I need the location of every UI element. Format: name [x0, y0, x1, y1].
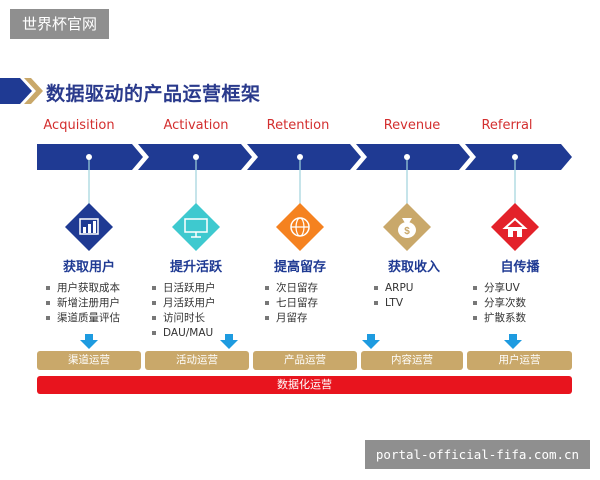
list-item: 分享UV [473, 281, 526, 296]
list-item: 渠道质量评估 [46, 311, 120, 326]
watermark: portal-official-fifa.com.cn [365, 440, 590, 469]
chevron-retention [247, 144, 361, 170]
presentation-icon [172, 203, 220, 251]
chevron-referral [465, 144, 572, 170]
connector-dot [297, 154, 303, 160]
connector-dot [512, 154, 518, 160]
house-icon [491, 203, 539, 251]
list-item: ARPU [374, 281, 414, 296]
list-item: 扩散系数 [473, 311, 526, 326]
op-bar-content: 内容运营 [361, 351, 463, 370]
data-operations-bar: 数据化运营 [37, 376, 572, 394]
connector-dot [404, 154, 410, 160]
metric-list-revenue: ARPU LTV [374, 281, 414, 311]
metric-list-acquisition: 用户获取成本 新增注册用户 渠道质量评估 [46, 281, 120, 326]
bar-chart-icon [65, 203, 113, 251]
stage-name-retention: 提高留存 [273, 260, 326, 275]
chevron-band [37, 144, 572, 170]
op-bar-product: 产品运营 [253, 351, 357, 370]
stage-name-acquisition: 获取用户 [62, 260, 115, 275]
op-bar-activity: 活动运营 [145, 351, 249, 370]
site-badge: 世界杯官网 [10, 9, 110, 39]
list-item: DAU/MAU [152, 326, 216, 341]
connector-dot [193, 154, 199, 160]
stage-label-activation: Activation [163, 118, 229, 133]
list-item: LTV [374, 296, 414, 311]
metric-list-referral: 分享UV 分享次数 扩散系数 [473, 281, 526, 326]
svg-text:$: $ [404, 226, 410, 237]
funnel-graphic: $ [37, 144, 572, 349]
chevron-revenue [356, 144, 470, 170]
op-bar-channel: 渠道运营 [37, 351, 141, 370]
op-bar-user: 用户运营 [467, 351, 572, 370]
list-item: 访问时长 [152, 311, 216, 326]
list-item: 七日留存 [265, 296, 318, 311]
stage-name-referral: 自传播 [500, 260, 540, 275]
stage-name-activation: 提升活跃 [169, 260, 222, 275]
down-arrow-icon [80, 334, 98, 349]
list-item: 分享次数 [473, 296, 526, 311]
stage-label-referral: Referral [481, 118, 533, 133]
stage-label-revenue: Revenue [383, 118, 441, 133]
stage-label-retention: Retention [266, 118, 330, 133]
money-bag-icon: $ [383, 203, 431, 251]
page-title: 数据驱动的产品运营框架 [46, 83, 261, 105]
globe-icon [276, 203, 324, 251]
stage-name-revenue: 获取收入 [387, 260, 440, 275]
list-item: 次日留存 [265, 281, 318, 296]
list-item: 用户获取成本 [46, 281, 120, 296]
down-arrow-icon [362, 334, 380, 349]
title-chevron-icon [0, 78, 43, 104]
metric-list-retention: 次日留存 七日留存 月留存 [265, 281, 318, 326]
list-item: 新增注册用户 [46, 296, 120, 311]
stage-label-acquisition: Acquisition [43, 118, 115, 133]
connector-dot [86, 154, 92, 160]
down-arrow-icon [504, 334, 522, 349]
metric-list-activation: 日活跃用户 月活跃用户 访问时长 DAU/MAU [152, 281, 216, 341]
list-item: 月留存 [265, 311, 318, 326]
list-item: 日活跃用户 [152, 281, 216, 296]
down-arrow-icon [220, 334, 238, 349]
list-item: 月活跃用户 [152, 296, 216, 311]
